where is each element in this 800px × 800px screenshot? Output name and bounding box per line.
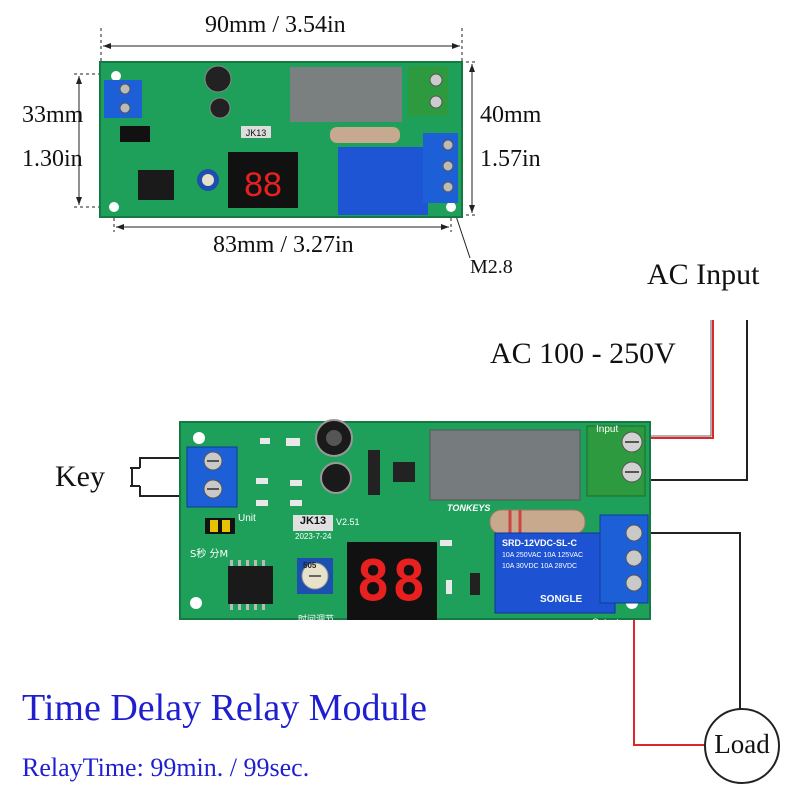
seven-segment-display bbox=[347, 542, 437, 620]
relay-model: SRD-12VDC-SL-C bbox=[502, 538, 578, 548]
key-label: Key bbox=[55, 460, 105, 493]
time-adjust-pot bbox=[297, 558, 333, 594]
svg-text:JK13: JK13 bbox=[246, 128, 267, 138]
height-right-in-label: 1.57in bbox=[480, 146, 541, 172]
wiring-diagram bbox=[130, 320, 780, 784]
key-bracket bbox=[130, 457, 192, 497]
ac-range-label: AC 100 - 250V bbox=[490, 337, 676, 370]
relay-rating-dc: 10A 30VDC 10A 28VDC bbox=[502, 563, 578, 570]
board-brand: TONKEYS bbox=[447, 503, 491, 513]
relay-rating-ac: 10A 250VAC 10A 125VAC bbox=[502, 552, 584, 559]
pcb-small: 88 JK13 bbox=[99, 61, 463, 218]
pot-label: 505 bbox=[303, 561, 317, 570]
board-time-adj-en: Time Adj bbox=[300, 623, 335, 633]
board-time-adj-cn: 时间调节 bbox=[298, 615, 335, 625]
output-terminal bbox=[599, 514, 649, 604]
board-date: 2023-7-24 bbox=[295, 532, 332, 541]
board-jumper-label: S秒 分M bbox=[190, 549, 229, 560]
height-left-mm-label: 33mm bbox=[22, 102, 84, 128]
dimension-diagram: 88 JK13 bbox=[74, 28, 478, 259]
board-model: JK13 bbox=[299, 515, 327, 527]
display-digits: 88 bbox=[356, 549, 428, 614]
board-input-label: Input bbox=[596, 424, 619, 435]
product-title: Time Delay Relay Module bbox=[22, 687, 427, 729]
load-circle bbox=[704, 708, 780, 784]
hole-label: M2.8 bbox=[470, 256, 513, 278]
relay-brand: SONGLE bbox=[540, 594, 583, 605]
product-subtitle: RelayTime: 99min. / 99sec. bbox=[22, 753, 310, 782]
unit-jumper bbox=[205, 518, 235, 534]
height-left-in-label: 1.30in bbox=[22, 146, 83, 172]
ac-input-terminal bbox=[586, 425, 646, 497]
width-total-label: 90mm / 3.54in bbox=[205, 12, 346, 38]
board-output-label: Output bbox=[592, 617, 620, 627]
key-terminal bbox=[186, 446, 238, 508]
width-holes-label: 83mm / 3.27in bbox=[213, 232, 354, 258]
load-label: Load bbox=[714, 729, 770, 759]
board-version: V2.51 bbox=[336, 517, 360, 527]
pcb-large bbox=[179, 419, 651, 620]
svg-text:88: 88 bbox=[244, 166, 282, 204]
board-jumper-unit: Unit bbox=[238, 513, 256, 524]
relay bbox=[494, 532, 616, 614]
ac-input-label: AC Input bbox=[647, 258, 760, 291]
ac-input-wires bbox=[648, 320, 748, 481]
height-right-mm-label: 40mm bbox=[480, 102, 542, 128]
dimension-lines bbox=[74, 28, 478, 259]
